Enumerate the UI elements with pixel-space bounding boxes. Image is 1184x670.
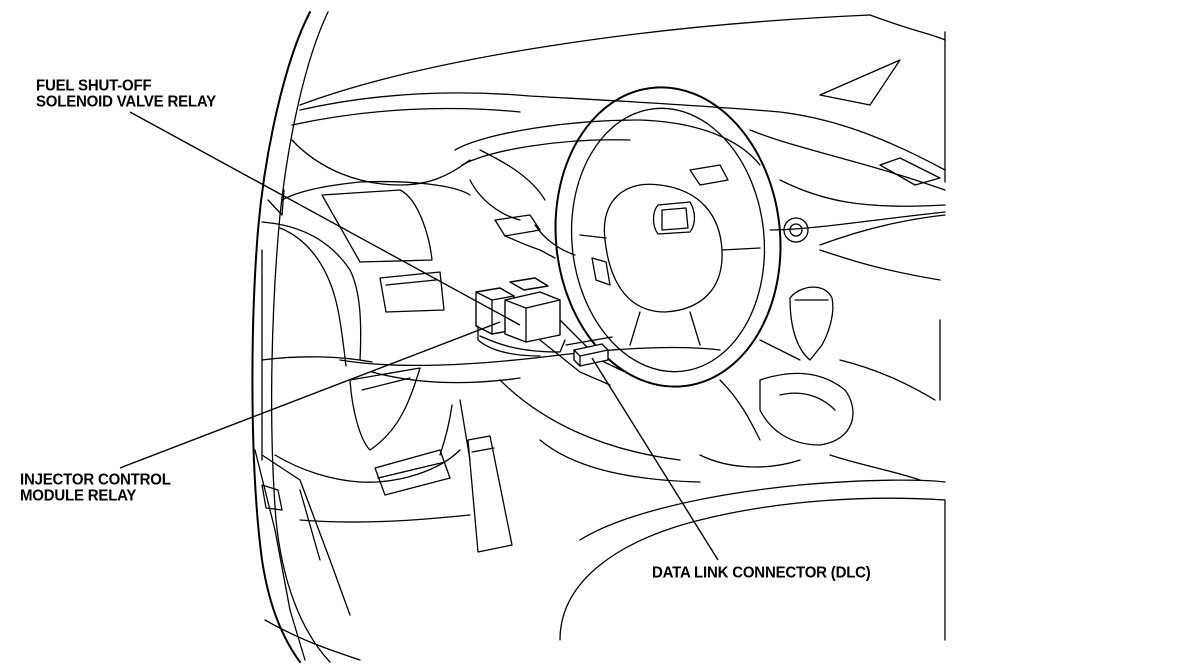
- leader-dlc: [591, 357, 719, 561]
- label-dlc-line1: DATA LINK CONNECTOR (DLC): [652, 563, 871, 582]
- label-injector-control-relay: INJECTOR CONTROL MODULE RELAY: [20, 472, 171, 504]
- dashboard-top: [291, 92, 946, 191]
- label-injector-line2: MODULE RELAY: [20, 486, 137, 505]
- a-pillar: [251, 11, 331, 663]
- label-data-link-connector: DATA LINK CONNECTOR (DLC): [652, 565, 871, 581]
- label-fuel-shutoff-relay: FUEL SHUT-OFF SOLENOID VALVE RELAY: [36, 78, 216, 110]
- steering-wheel: [554, 86, 782, 388]
- relay-assembly: [475, 277, 566, 357]
- lower-dash: [274, 346, 721, 483]
- pedals: [374, 404, 513, 553]
- instrument-hood: [454, 119, 761, 221]
- label-injector-line1: INJECTOR CONTROL: [20, 470, 171, 489]
- label-fuel-line2: SOLENOID VALVE RELAY: [36, 92, 216, 111]
- center-console: [699, 179, 946, 481]
- door-sill: [254, 449, 471, 661]
- windshield-frame: [299, 14, 946, 183]
- leader-injector: [119, 321, 501, 469]
- left-dash-panel: [261, 180, 471, 461]
- dlc-connector: [565, 336, 613, 367]
- seat: [559, 479, 946, 641]
- leader-fuel-shutoff: [129, 111, 521, 326]
- label-fuel-line1: FUEL SHUT-OFF: [36, 76, 152, 95]
